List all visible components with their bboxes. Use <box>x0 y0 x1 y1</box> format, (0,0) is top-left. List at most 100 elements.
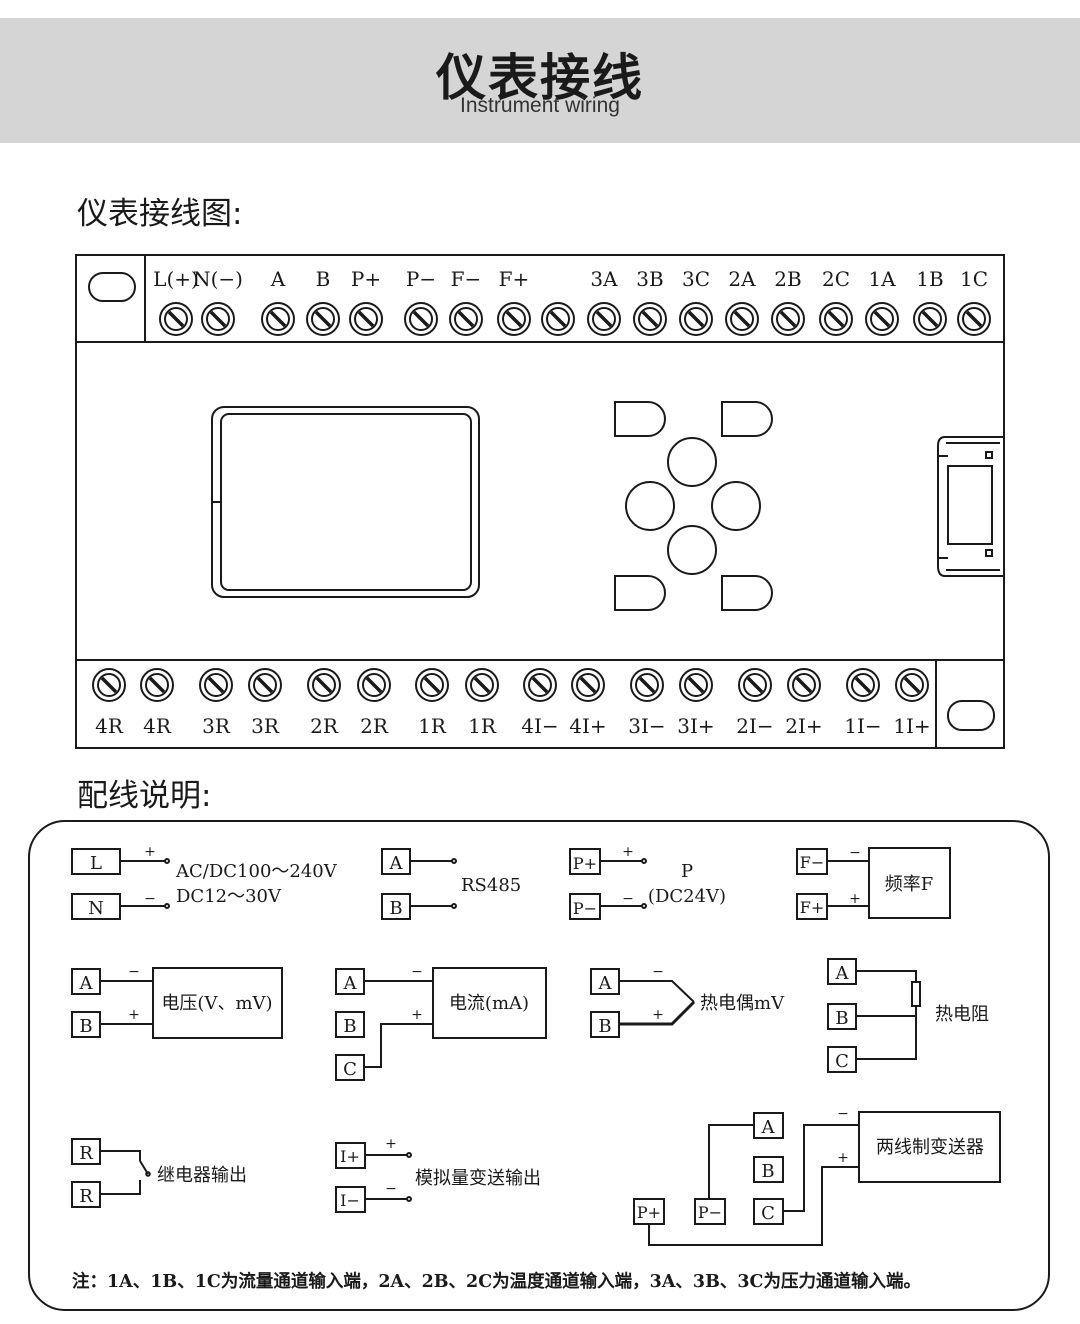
top-terminal-label: 1A <box>868 267 896 291</box>
tx-pplus: P+ <box>637 1203 661 1222</box>
freq-minus: − <box>849 845 861 861</box>
power-wiring <box>71 848 170 920</box>
freq-fminus: F− <box>800 853 825 872</box>
bottom-terminal-screw <box>523 668 557 702</box>
bottom-terminal-label: 4R <box>143 714 172 738</box>
top-terminal-screw <box>679 302 713 336</box>
rs485-label: RS485 <box>461 875 521 896</box>
top-terminal-screw <box>159 302 193 336</box>
power-ac-label: AC/DC100～240V <box>175 861 338 882</box>
top-terminal-label: B <box>316 267 331 291</box>
bottom-terminal-screw <box>248 668 282 702</box>
top-terminal-label: 2A <box>728 267 756 291</box>
p24-plus: + <box>622 844 634 860</box>
bottom-terminal-screw <box>895 668 929 702</box>
wiring-explanation-heading: 配线说明: <box>77 778 212 814</box>
bottom-right-oval <box>947 700 995 731</box>
bottom-terminal-label: 1R <box>468 714 497 738</box>
relay-wiring <box>71 1138 151 1208</box>
bottom-terminal-screw <box>787 668 821 702</box>
analog-plus: + <box>385 1136 397 1152</box>
key-right <box>711 481 761 531</box>
top-terminal-label: N(−) <box>193 267 243 291</box>
top-terminal-screw <box>349 302 383 336</box>
bottom-terminal-label: 2R <box>360 714 389 738</box>
p24-label1: P <box>681 861 693 882</box>
top-terminal-screw <box>497 302 531 336</box>
key-bottom-left <box>614 575 666 611</box>
bottom-terminal-screw <box>307 668 341 702</box>
power-plus: + <box>144 844 156 860</box>
power-l-label: L <box>90 853 102 874</box>
current-a: A <box>343 973 358 994</box>
rtd-c: C <box>835 1051 849 1072</box>
bottom-terminal-screw <box>415 668 449 702</box>
top-terminal-screw <box>865 302 899 336</box>
tx-a: A <box>761 1117 776 1138</box>
voltage-plus: + <box>128 1007 140 1023</box>
side-connector <box>937 436 1004 577</box>
top-terminal-screw <box>633 302 667 336</box>
voltage-label: 电压(V、mV) <box>161 993 272 1014</box>
analog-label: 模拟量变送输出 <box>415 1168 541 1189</box>
voltage-b: B <box>79 1016 92 1037</box>
bottom-terminal-screw <box>357 668 391 702</box>
analog-iminus: I− <box>340 1191 360 1210</box>
bottom-terminal-label: 1R <box>418 714 447 738</box>
freq-label: 频率F <box>885 874 934 895</box>
rtd-b: B <box>835 1008 848 1029</box>
analog-minus: − <box>385 1181 397 1197</box>
key-down <box>667 525 717 575</box>
rtd-a: A <box>835 963 850 984</box>
current-label: 电流(mA) <box>449 993 529 1014</box>
top-terminal-screw <box>201 302 235 336</box>
tx-b: B <box>761 1161 774 1182</box>
key-bottom-right <box>721 575 773 611</box>
instrument-body <box>75 254 1005 749</box>
bottom-terminal-label: 2I+ <box>785 714 822 738</box>
bottom-terminal-screw <box>92 668 126 702</box>
p24-pminus: P− <box>573 899 597 918</box>
top-terminal-screw <box>587 302 621 336</box>
bottom-terminal-screw <box>571 668 605 702</box>
top-terminal-label: F− <box>451 267 482 291</box>
top-left-oval <box>88 272 136 302</box>
wiring-explanation-box <box>28 820 1050 1311</box>
top-terminal-screw <box>913 302 947 336</box>
top-terminal-label: 3C <box>682 267 710 291</box>
top-terminal-label: A <box>270 267 286 291</box>
top-terminal-screw <box>819 302 853 336</box>
top-terminal-label: P− <box>406 267 436 291</box>
rtd-wiring <box>827 958 921 1073</box>
key-up <box>667 437 717 487</box>
tc-label: 热电偶mV <box>700 993 785 1014</box>
top-terminal-label: L(+) <box>153 267 199 291</box>
tx-plus: + <box>837 1150 849 1166</box>
rs485-a: A <box>389 853 404 874</box>
bottom-terminal-label: 2R <box>310 714 339 738</box>
bottom-terminal-label: 3R <box>202 714 231 738</box>
top-terminal-screw <box>306 302 340 336</box>
bottom-terminal-screw <box>846 668 880 702</box>
top-terminal-label: 2C <box>822 267 850 291</box>
p24-label2: (DC24V) <box>648 886 726 907</box>
current-plus: + <box>411 1007 423 1023</box>
relay-r2: R <box>79 1186 93 1207</box>
top-terminal-screw <box>957 302 991 336</box>
bottom-terminal-label: 4R <box>95 714 124 738</box>
top-terminal-screw <box>261 302 295 336</box>
page-subtitle: Instrument wiring <box>460 94 620 117</box>
power-dc-label: DC12～30V <box>176 886 282 907</box>
current-minus: − <box>411 964 423 980</box>
top-terminal-label: 3A <box>590 267 618 291</box>
bottom-terminal-label: 4I− <box>521 714 558 738</box>
rs485-b: B <box>389 898 402 919</box>
current-wiring <box>335 967 547 1081</box>
page-title: 仪表接线 <box>436 49 644 107</box>
top-terminal-label: 3B <box>636 267 663 291</box>
analog-output-wiring <box>335 1142 412 1213</box>
top-terminal-screw <box>404 302 438 336</box>
wiring-diagram-heading: 仪表接线图: <box>77 196 243 232</box>
title-banner: 仪表接线 Instrument wiring <box>0 18 1080 143</box>
